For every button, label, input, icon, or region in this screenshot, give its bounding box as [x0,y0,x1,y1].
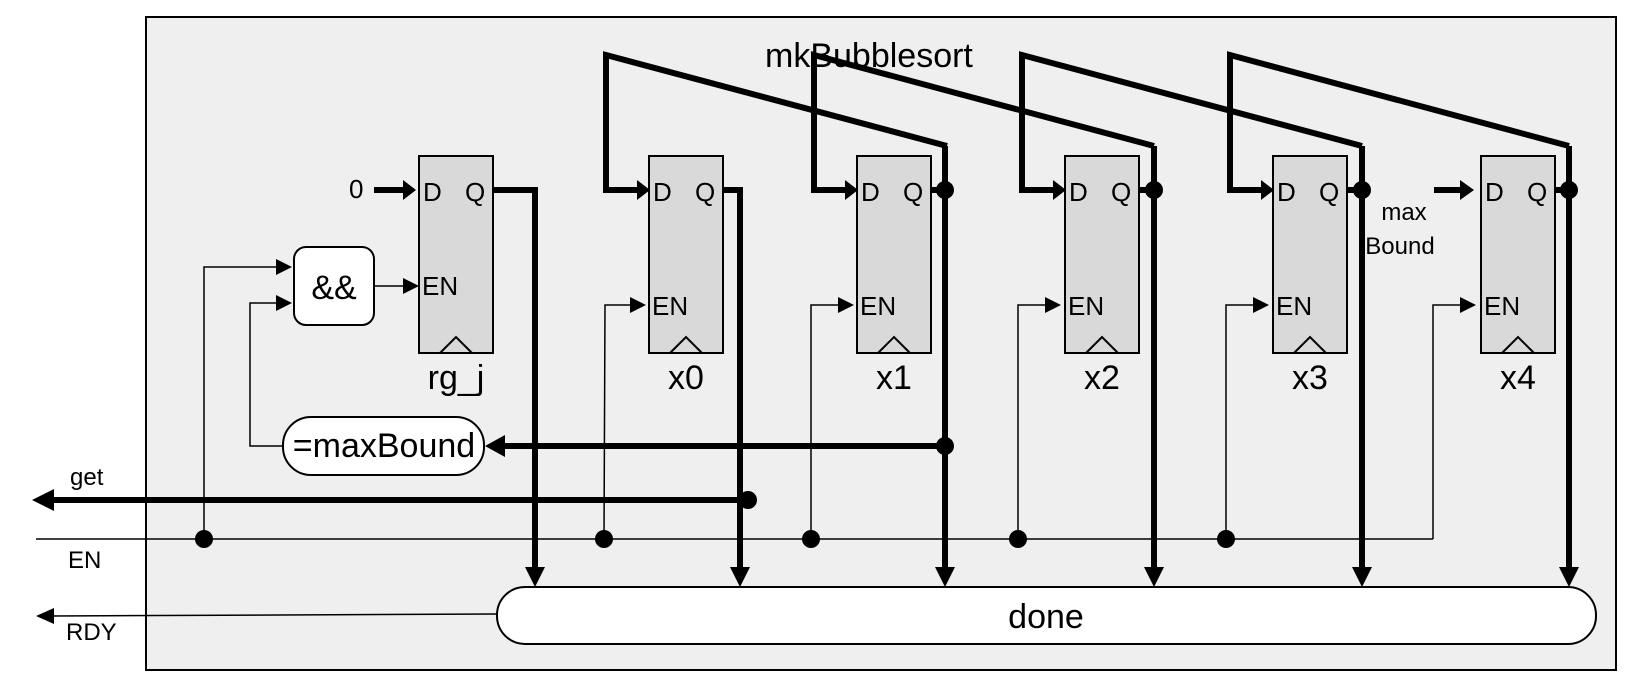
register-x4-clock-icon [1501,335,1535,354]
d-arrow-x1 [845,180,858,200]
register-rg-j-q-pin: Q [465,177,485,207]
x4-d-input-label-2: Bound [1365,233,1434,260]
register-x0-d-pin: D [653,177,672,207]
en-arrow-x1 [838,297,854,313]
register-x0-en-pin: EN [652,291,688,321]
junction-x1-q [936,181,954,199]
register-x4-en-pin: EN [1484,291,1520,321]
register-x2-en-pin: EN [1068,291,1104,321]
rg-j-d-input: 0 [349,174,416,204]
get-wire: get [32,464,757,511]
junction-x3-q [1353,181,1371,199]
junction-get [739,491,757,509]
done-arrow-3 [935,567,955,587]
and-to-en-arrow [403,278,419,294]
x4-d-input-label-1: max [1381,199,1426,226]
x4-d-input: max Bound [1365,180,1474,260]
register-x3-en-pin: EN [1276,291,1312,321]
rg-j-d-input-label: 0 [349,174,363,204]
and-gate: && [293,246,375,326]
register-x1-clock-icon [877,335,911,354]
register-x3-clock-icon [1293,335,1327,354]
register-x1-name: x1 [876,359,912,397]
compare-to-and-wire [249,278,419,447]
en-wire: EN [36,259,1476,574]
register-x2-q-pin: Q [1111,177,1131,207]
register-x3: D Q EN x3 [1272,155,1348,397]
compare-arrow [485,435,505,457]
and-arrow-bottom [276,295,292,311]
en-arrow-x4 [1460,297,1476,313]
register-x2-d-pin: D [1069,177,1088,207]
register-x3-name: x3 [1292,359,1328,397]
d-arrow-x0 [637,180,650,200]
junction-en-5 [1217,530,1235,548]
done-block-label: done [1008,598,1084,636]
done-arrow-4 [1144,567,1164,587]
en-arrow-x0 [630,297,646,313]
rg-j-d-arrow [403,180,416,200]
compare-block: =maxBound [282,416,485,476]
and-gate-label: && [311,269,357,307]
register-x4: D Q EN x4 [1480,155,1556,397]
d-arrow-x2 [1053,180,1066,200]
done-block: done [496,586,1597,645]
get-arrow [32,489,54,511]
compare-block-label: =maxBound [293,427,475,465]
register-x4-q-pin: Q [1527,177,1547,207]
register-x1-en-pin: EN [860,291,896,321]
register-rg-j-name: rg_j [428,359,485,397]
en-arrow-x2 [1045,297,1061,313]
feedback-wire-x3-to-x2 [1019,51,1363,193]
register-x1-q-pin: Q [903,177,923,207]
junction-en-4 [1009,530,1027,548]
register-x2: D Q EN x2 [1064,155,1140,397]
en-port-label: EN [68,547,101,574]
junction-en-1 [195,530,213,548]
compare-wire [485,435,954,457]
register-x0-clock-icon [669,335,703,354]
register-x0: D Q EN x0 [648,155,724,397]
register-x3-q-pin: Q [1319,177,1339,207]
feedback-wire-x4-to-x3 [1227,51,1570,193]
x4-d-arrow [1460,180,1474,200]
register-rg-j: D Q EN rg_j [418,155,494,397]
junction-en-3 [802,530,820,548]
junction-x2-q [1145,181,1163,199]
and-arrow-top [276,259,292,275]
register-rg-j-en-pin: EN [422,271,458,301]
register-x1: D Q EN x1 [856,155,932,397]
register-x3-d-pin: D [1277,177,1296,207]
rdy-arrow [36,608,54,624]
rdy-label: RDY [66,619,117,646]
en-arrow-x3 [1253,297,1269,313]
d-arrow-x3 [1261,180,1274,200]
done-arrow-5 [1352,567,1372,587]
register-x4-d-pin: D [1485,177,1504,207]
register-x1-d-pin: D [861,177,880,207]
feedback-wire-x2-to-x1 [811,51,1155,193]
register-x4-name: x4 [1500,359,1536,397]
done-arrow-6 [1559,567,1579,587]
register-x0-q-pin: Q [695,177,715,207]
junction-x1-compare [936,437,954,455]
done-arrow-1 [525,567,545,587]
register-x0-name: x0 [668,359,704,397]
register-x2-clock-icon [1085,335,1119,354]
rdy-wire: RDY [36,608,498,646]
done-arrow-2 [730,567,750,587]
feedback-wire-x1-to-x0 [603,51,948,193]
feedback-wires [603,51,1570,200]
register-rg-j-clock-icon [439,335,473,354]
get-label: get [70,464,104,491]
junction-x4-q [1560,181,1578,199]
register-rg-j-d-pin: D [423,177,442,207]
junction-en-2 [595,530,613,548]
register-x2-name: x2 [1084,359,1120,397]
